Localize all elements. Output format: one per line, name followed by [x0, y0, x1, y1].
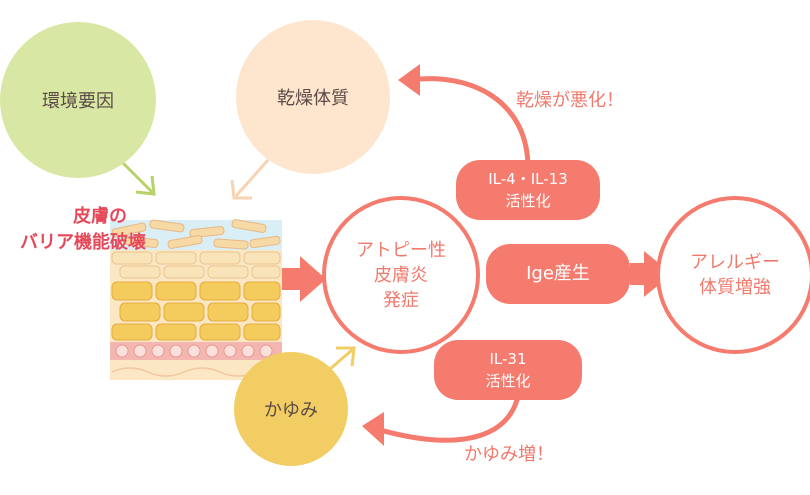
allergy-line1: アレルギー: [690, 252, 780, 273]
arrow-skin-to-atopic: [278, 256, 326, 302]
itch-circle: かゆみ: [234, 352, 348, 466]
barrier-line1: 皮膚の: [73, 206, 127, 227]
arrow-dry-to-skin: [230, 159, 270, 200]
barrier-label: 皮膚の バリア機能破壊: [20, 204, 170, 256]
il31-line2: 活性化: [485, 372, 531, 390]
arrow-environment-to-skin: [118, 158, 156, 196]
il4-il13-line2: 活性化: [505, 192, 551, 210]
itch-increase-label: かゆみ増！: [464, 444, 554, 465]
skin-cross-section-illustration: [110, 219, 283, 380]
environment-circle: 環境要因: [0, 22, 156, 178]
dry-constitution-circle: 乾燥体質: [236, 20, 390, 174]
allergy-line2: 体質増強: [699, 277, 771, 298]
atopic-line2: 皮膚炎: [374, 264, 428, 286]
environment-label: 環境要因: [42, 91, 114, 112]
curve-arrow-dry-worse: [409, 76, 531, 169]
allergy-circle: アレルギー 体質増強: [656, 196, 810, 354]
atopic-line3: 発症: [383, 289, 419, 311]
dry-constitution-label: 乾燥体質: [277, 88, 349, 109]
ige-label: Ige産生: [526, 263, 590, 284]
il4-il13-line1: IL-4・IL-13: [488, 170, 568, 188]
il31-pill: IL-31 活性化: [434, 340, 582, 400]
itch-label: かゆみ: [264, 400, 318, 421]
atopic-circle: アトピー性 皮膚炎 発症: [322, 196, 480, 354]
barrier-line2: バリア機能破壊: [20, 232, 146, 253]
ige-pill: Ige産生: [486, 244, 630, 304]
atopic-line1: アトピー性: [356, 239, 446, 261]
il4-il13-pill: IL-4・IL-13 活性化: [456, 160, 600, 220]
il31-line1: IL-31: [489, 350, 527, 368]
dry-worse-label: 乾燥が悪化！: [516, 90, 624, 111]
